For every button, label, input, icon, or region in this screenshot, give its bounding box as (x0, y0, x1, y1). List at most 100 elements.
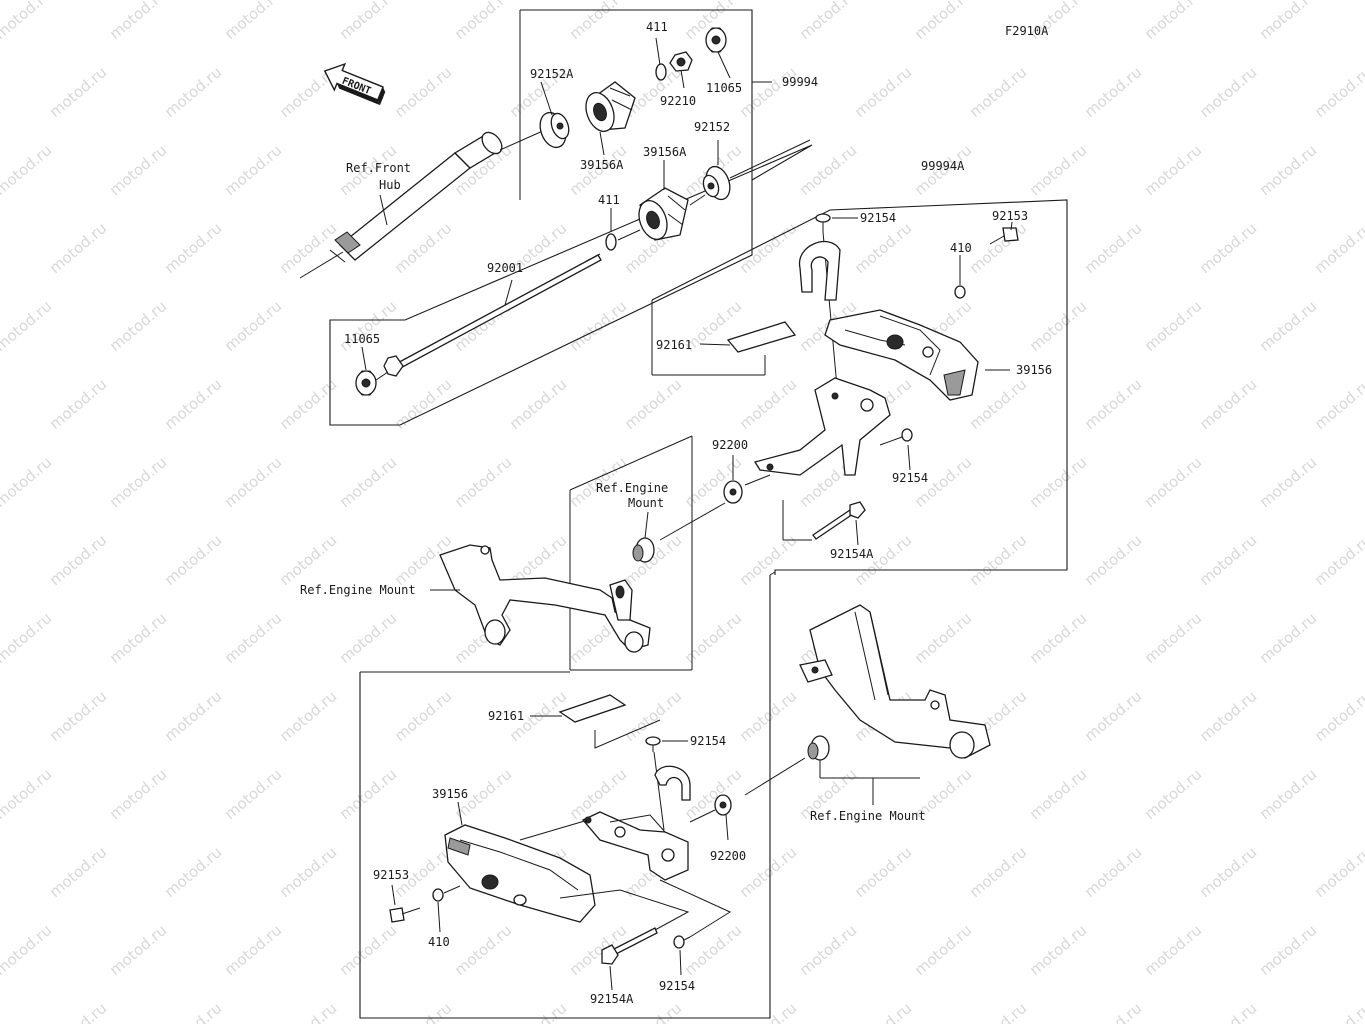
watermark-text: motod.ru (621, 375, 685, 433)
bolt-92154-d (673, 935, 691, 949)
frame-99994A (651, 199, 1068, 575)
label-410-b: 410 (428, 935, 450, 949)
watermark-text: motod.ru (1256, 921, 1320, 979)
frame-99994 (329, 9, 813, 426)
washer-411-mid (605, 233, 617, 251)
label-410-a: 410 (950, 241, 972, 255)
watermark-text: motod.ru (221, 765, 285, 823)
label-ref-engine-mount-top-2: Mount (628, 496, 664, 510)
watermark-text: motod.ru (46, 531, 110, 589)
bolt-92154A-a (812, 501, 866, 540)
watermark-text: motod.ru (161, 999, 225, 1024)
watermark-text: motod.ru (1026, 297, 1090, 355)
watermark-text: motod.ru (0, 921, 55, 979)
watermark-text: motod.ru (0, 453, 55, 511)
watermark-text: motod.ru (851, 999, 915, 1024)
watermark-text: motod.ru (1311, 219, 1365, 277)
watermark-text: motod.ru (46, 843, 110, 901)
slider-39156-right (824, 309, 979, 401)
label-39156-b: 39156 (432, 787, 468, 801)
front-hub-axle (329, 131, 503, 263)
watermark-text: motod.ru (1141, 765, 1205, 823)
watermark-text: motod.ru (106, 609, 170, 667)
slider-39156A-top (585, 81, 636, 132)
watermark-text: motod.ru (161, 219, 225, 277)
watermark-text: motod.ru (911, 609, 975, 667)
watermark-text: motod.ru (0, 765, 55, 823)
watermark-text: motod.ru (106, 453, 170, 511)
watermark-text: motod.ru (1026, 453, 1090, 511)
watermark-text: motod.ru (46, 375, 110, 433)
watermark-text: motod.ru (681, 921, 745, 979)
watermark-text: motod.ru (1256, 765, 1320, 823)
watermark-text: motod.ru (336, 453, 400, 511)
washer-411-top (655, 63, 667, 81)
watermark-text: motod.ru (1196, 531, 1260, 589)
watermark-text: motod.ru (276, 843, 340, 901)
label-92154A-a: 92154A (830, 547, 874, 561)
spacer-92152A (539, 111, 570, 149)
watermark-text: motod.ru (1311, 999, 1365, 1024)
watermark-text: motod.ru (46, 687, 110, 745)
bracket-lower (581, 811, 689, 881)
watermark-text: motod.ru (221, 0, 285, 43)
watermark-text: motod.ru (46, 219, 110, 277)
label-92153-b: 92153 (373, 868, 409, 882)
watermark-text: motod.ru (1141, 141, 1205, 199)
watermark-text: motod.ru (506, 375, 570, 433)
watermark-text: motod.ru (736, 687, 800, 745)
pad-92161-b (558, 694, 627, 723)
watermark-text: motod.ru (621, 531, 685, 589)
watermark-text: motod.ru (506, 999, 570, 1024)
watermark-text: motod.ru (161, 375, 225, 433)
label-92154-d: 92154 (659, 979, 695, 993)
watermark-text: motod.ru (966, 63, 1030, 121)
watermark-text: motod.ru (1081, 375, 1145, 433)
slider-39156-left (444, 824, 596, 923)
watermark-text: motod.ru (1081, 843, 1145, 901)
watermark-text: motod.ru (106, 141, 170, 199)
watermark-text: motod.ru (1081, 531, 1145, 589)
label-92210: 92210 (660, 94, 696, 108)
watermark-text: motod.ru (1256, 453, 1320, 511)
watermark-text: motod.ru (796, 0, 860, 43)
label-ref-engine-mount-left: Ref.Engine Mount (300, 583, 416, 597)
watermark-text: motod.ru (966, 219, 1030, 277)
pad-92161-a (726, 321, 797, 353)
washer-410-a (954, 285, 966, 299)
watermark-text: motod.ru (1196, 375, 1260, 433)
bolt-92154-b (879, 428, 913, 446)
watermark-text: motod.ru (221, 921, 285, 979)
watermark-text: motod.ru (1311, 63, 1365, 121)
label-92153-a: 92153 (992, 209, 1028, 223)
watermark-text: motod.ru (106, 921, 170, 979)
watermark-text: motod.ru (336, 297, 400, 355)
watermark-text: motod.ru (1141, 453, 1205, 511)
watermark-text: motod.ru (796, 141, 860, 199)
watermark-text: motod.ru (1141, 0, 1205, 43)
engine-mount-left (439, 544, 651, 653)
watermark-text: motod.ru (221, 141, 285, 199)
watermark-text: motod.ru (276, 375, 340, 433)
watermark-text: motod.ru (966, 375, 1030, 433)
bolt-92001 (383, 253, 602, 377)
watermark-text: motod.ru (796, 921, 860, 979)
watermark-text: motod.ru (566, 297, 630, 355)
watermark-text: motod.ru (1311, 687, 1365, 745)
watermark-text: motod.ru (911, 0, 975, 43)
watermark-text: motod.ru (1256, 0, 1320, 43)
watermark-text: motod.ru (336, 921, 400, 979)
watermark-text: motod.ru (161, 531, 225, 589)
frame-lower (359, 575, 771, 1019)
bolt-92153-b (389, 907, 421, 923)
watermark-text: motod.ru (336, 765, 400, 823)
watermark-text: motod.ru (1081, 687, 1145, 745)
watermark-text: motod.ru (911, 921, 975, 979)
engine-mount-right (799, 604, 991, 759)
label-39156-a: 39156 (1016, 363, 1052, 377)
bolt-92154-c (645, 736, 661, 752)
watermark-text: motod.ru (1196, 687, 1260, 745)
watermark-text: motod.ru (336, 609, 400, 667)
watermark-text: motod.ru (966, 999, 1030, 1024)
